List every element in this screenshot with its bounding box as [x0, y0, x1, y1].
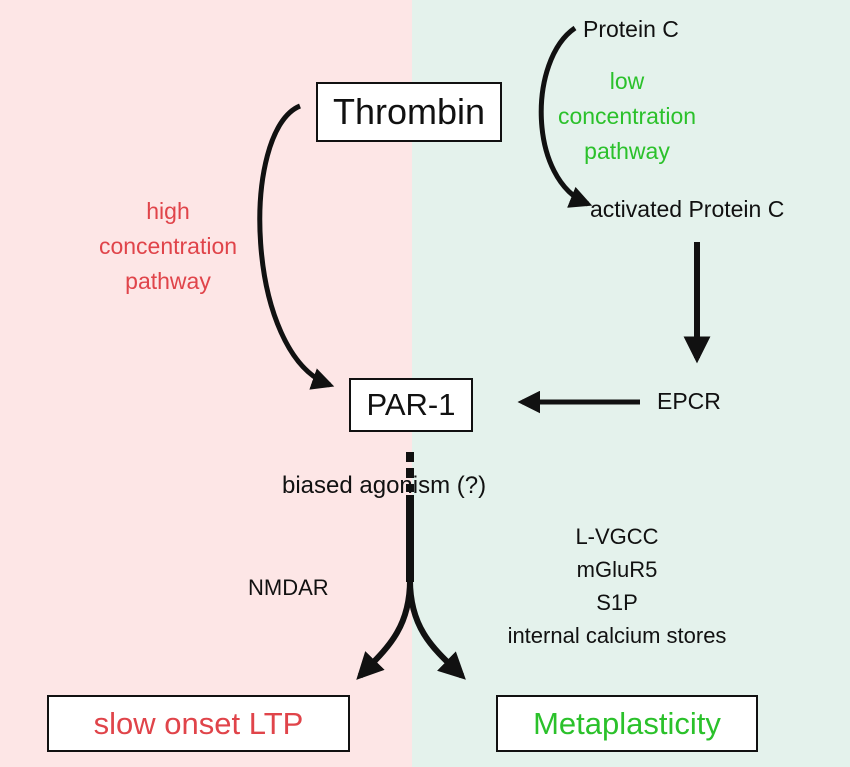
metaplasticity-node: Metaplasticity: [496, 695, 758, 752]
nmdar-label: NMDAR: [248, 575, 329, 600]
protein-c-label: Protein C: [583, 16, 679, 42]
arrow-to-metaplasticity: [407, 579, 466, 680]
high-pathway-label: high concentration pathway: [68, 194, 268, 299]
slow-onset-ltp-node: slow onset LTP: [47, 695, 350, 752]
low-pathway-line-2: concentration: [557, 103, 697, 129]
mediator-mglur5: mGluR5: [576, 557, 658, 582]
arrow-to-slow-onset-ltp: [356, 579, 413, 680]
high-pathway-line-1: high: [146, 198, 190, 224]
mediator-s1p: S1P: [596, 590, 638, 615]
epcr-label: EPCR: [657, 388, 721, 414]
metaplasticity-mediators-list: L-VGCC mGluR5 S1P internal calcium store…: [462, 520, 772, 652]
slow-onset-ltp-label: slow onset LTP: [93, 705, 304, 741]
par1-node: PAR-1: [349, 378, 473, 432]
low-pathway-line-1: low: [609, 68, 645, 94]
thrombin-node: Thrombin: [316, 82, 502, 142]
activated-protein-c-label: activated Protein C: [590, 196, 785, 222]
high-pathway-line-2: concentration: [98, 233, 238, 259]
biased-agonism-label: biased agonism (?): [282, 472, 487, 499]
low-pathway-label: low concentration pathway: [532, 64, 722, 169]
arrow-thrombin-to-par1: [257, 103, 335, 390]
mediator-l-vgcc: L-VGCC: [575, 524, 659, 549]
high-pathway-line-3: pathway: [125, 268, 211, 294]
arrow-proteinc-to-activated: [538, 25, 593, 208]
mediator-internal-calcium-stores: internal calcium stores: [507, 623, 727, 648]
low-pathway-line-3: pathway: [584, 138, 670, 164]
metaplasticity-label: Metaplasticity: [533, 705, 721, 741]
thrombin-label: Thrombin: [332, 91, 486, 132]
par1-label: PAR-1: [366, 387, 456, 422]
